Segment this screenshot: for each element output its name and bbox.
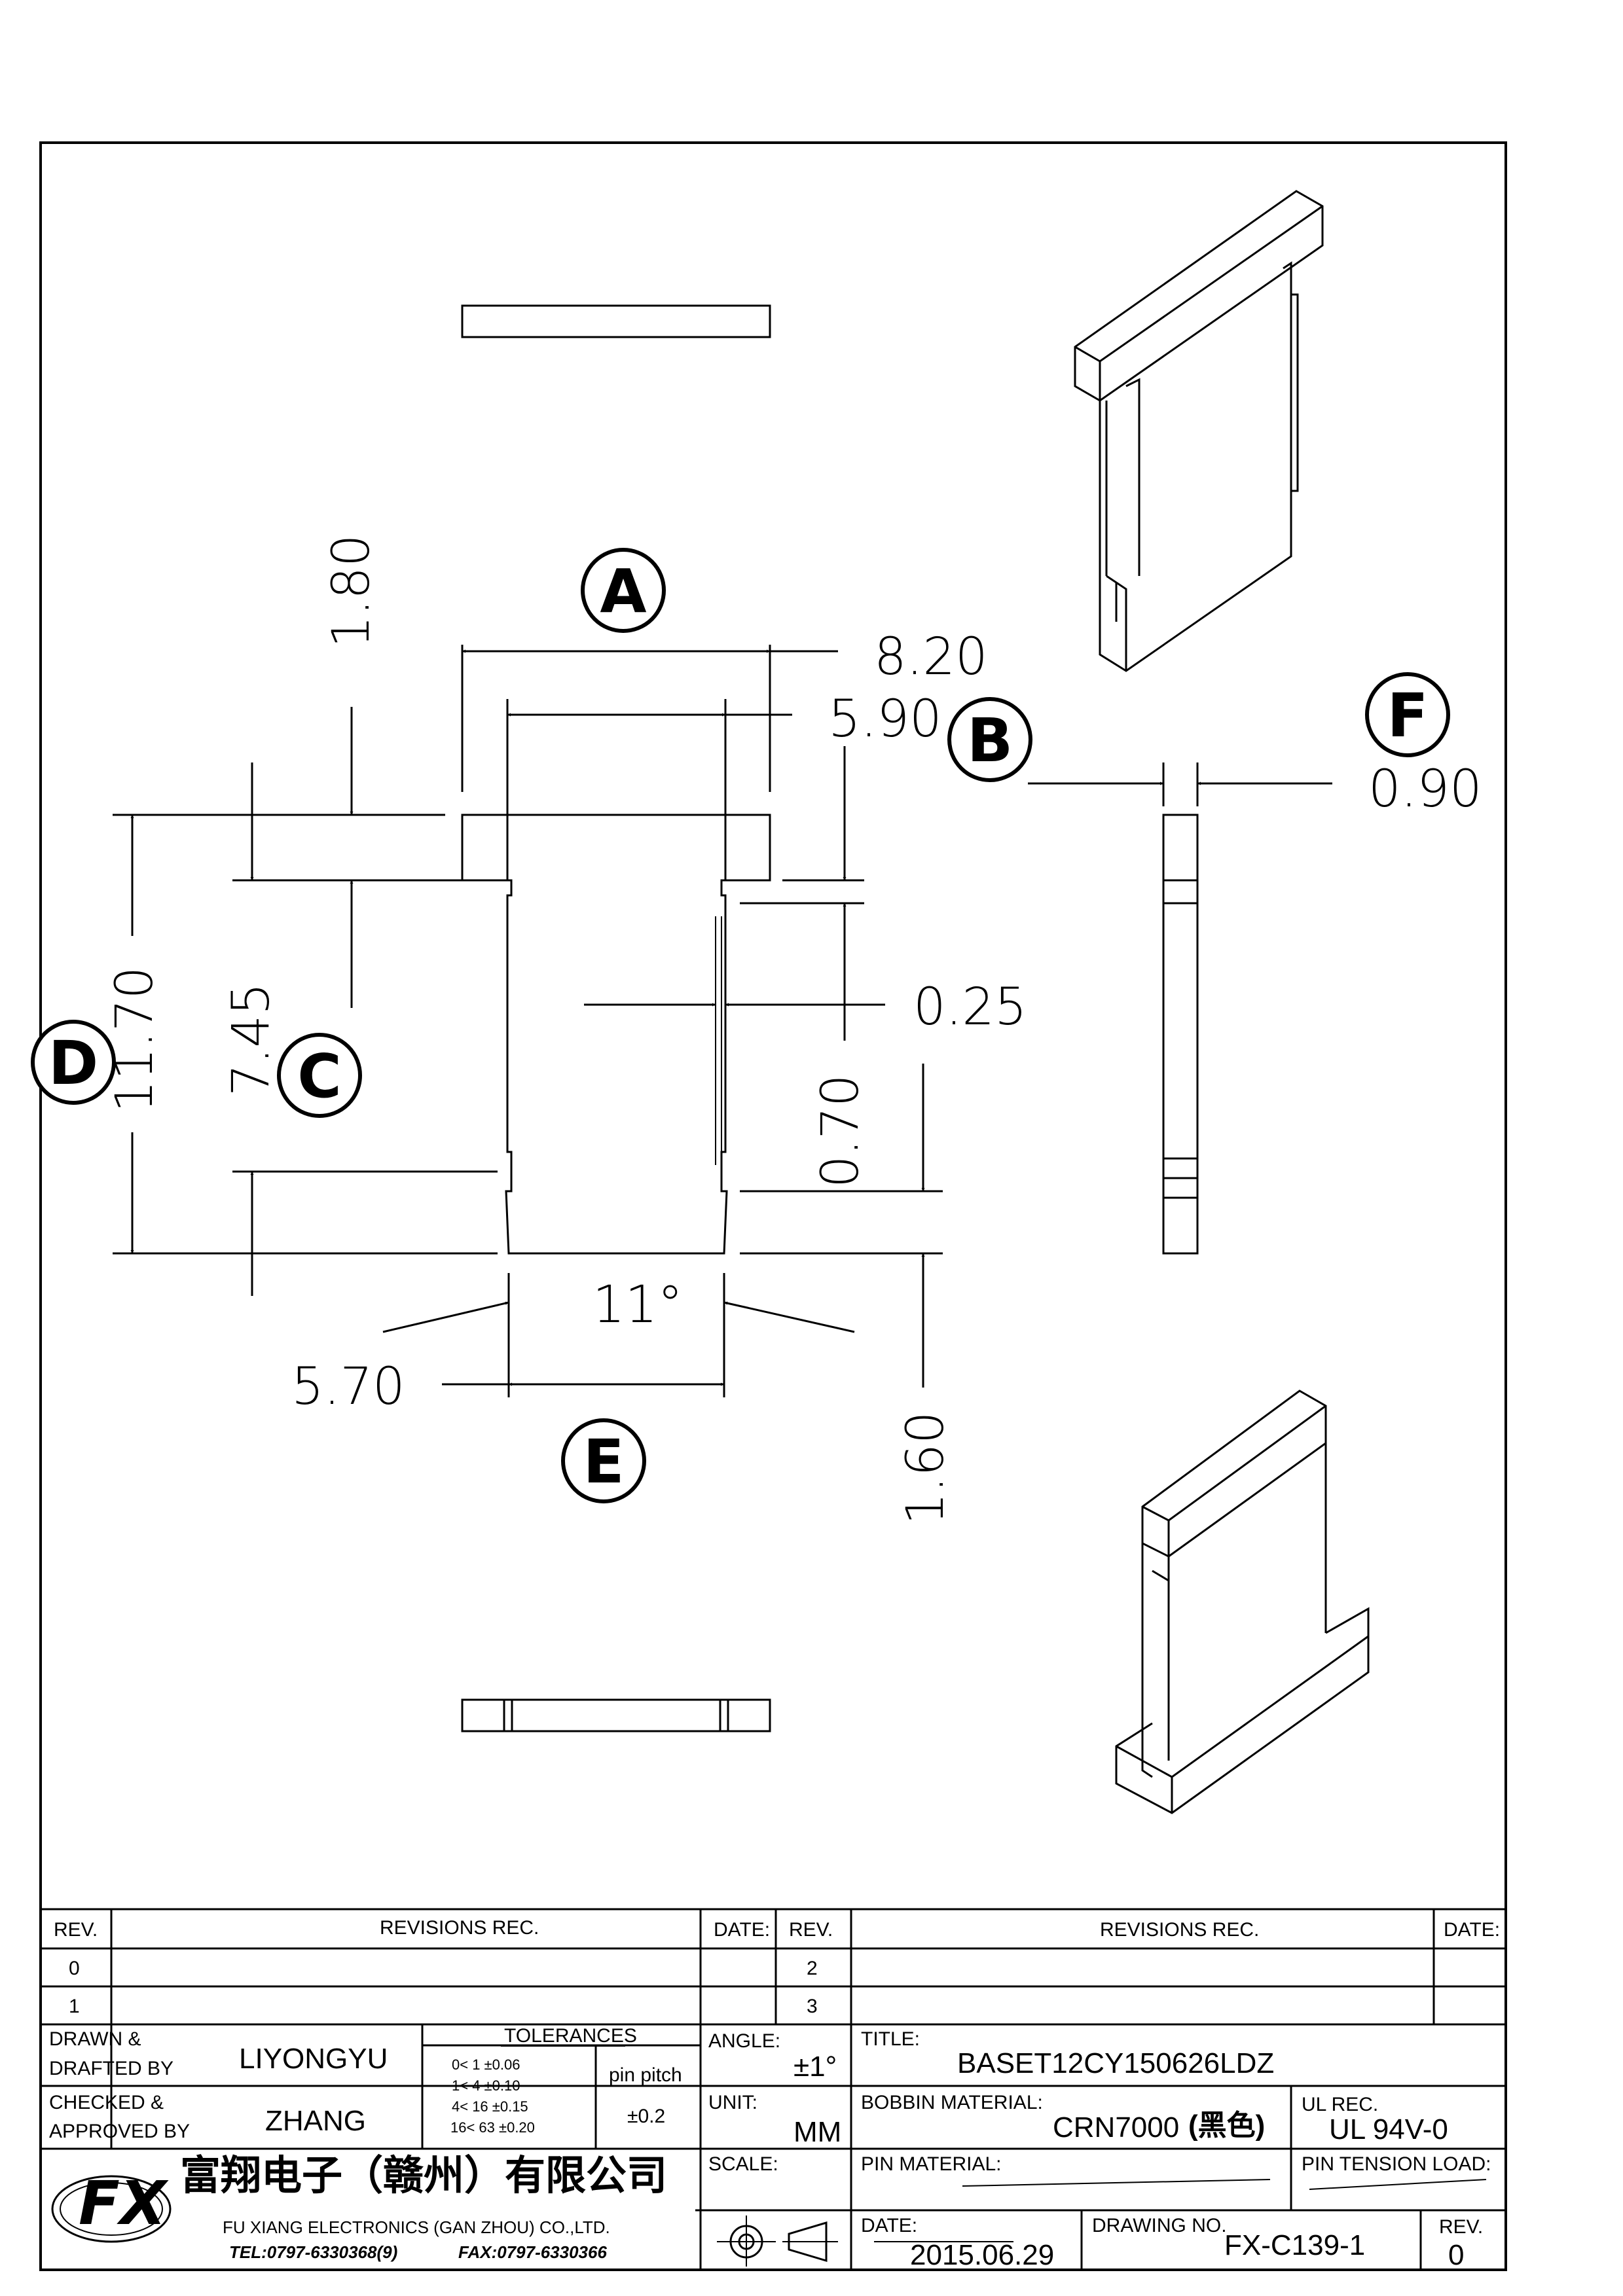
- rev-row-2: 2: [807, 1958, 818, 1979]
- scale-label: SCALE:: [708, 2153, 778, 2175]
- angle-label: ANGLE:: [708, 2030, 780, 2052]
- unit-value: MM: [793, 2116, 841, 2148]
- isometric-view-top: [1074, 190, 1324, 672]
- rev-row-1: 1: [69, 1996, 80, 2017]
- bobbin-color: (黑色): [1188, 2109, 1265, 2142]
- rev-row-0: 0: [69, 1958, 80, 1979]
- logo-text: FX: [79, 2168, 169, 2238]
- dim-angle: 11°: [593, 1276, 683, 1335]
- pin-pitch-value: ±0.2: [627, 2106, 665, 2127]
- rev-label: REV.: [1439, 2216, 1483, 2238]
- tolerance-row-3: 4< 16 ±0.15: [452, 2098, 528, 2115]
- rev-header-right: REV.: [789, 1919, 833, 1941]
- rev-value: 0: [1448, 2239, 1464, 2271]
- company-logo: FX: [51, 2168, 172, 2243]
- rec-header-left: REVISIONS REC.: [380, 1917, 539, 1939]
- drawing-frame: [39, 141, 1507, 2271]
- dim-5-70: 5.70: [291, 1357, 405, 1416]
- drawing-no-value: FX-C139-1: [1224, 2229, 1365, 2261]
- company-name-cn: 富翔电子（赣州）有限公司: [180, 2151, 667, 2199]
- label-e: E: [583, 1427, 625, 1497]
- title-label: TITLE:: [861, 2028, 920, 2050]
- dim-7-45: 7.45: [222, 982, 281, 1096]
- dim-1-60: 1.60: [896, 1411, 955, 1525]
- drawn-label-1: DRAWN &: [49, 2028, 141, 2050]
- angle-value: ±1°: [793, 2051, 837, 2083]
- dim-0-25: 0.25: [913, 978, 1027, 1037]
- label-b: B: [967, 706, 1013, 776]
- rev-header-left: REV.: [54, 1919, 98, 1941]
- checked-label-2: APPROVED BY: [49, 2121, 190, 2142]
- tolerance-row-4: 16< 63 ±0.20: [450, 2119, 535, 2136]
- drawn-label-2: DRAFTED BY: [49, 2058, 173, 2079]
- label-d: D: [48, 1028, 98, 1098]
- checked-value: ZHANG: [265, 2105, 366, 2137]
- projection-symbol: [717, 2215, 838, 2267]
- dim-0-90: 0.90: [1368, 760, 1482, 819]
- ul-value: UL 94V-0: [1329, 2113, 1448, 2145]
- title-value: BASET12CY150626LDZ: [957, 2047, 1274, 2079]
- date-header-left: DATE:: [714, 1919, 770, 1941]
- title-block: [41, 1908, 1506, 2270]
- tolerance-row-2: 1< 4 ±0.10: [452, 2077, 520, 2094]
- date-header-right: DATE:: [1444, 1919, 1500, 1941]
- pin-tension-label: PIN TENSION LOAD:: [1302, 2153, 1491, 2175]
- top-view: [461, 304, 771, 338]
- drawing-no-label: DRAWING NO.: [1092, 2215, 1227, 2236]
- checked-label-1: CHECKED &: [49, 2092, 164, 2113]
- dim-5-90: 5.90: [828, 690, 942, 749]
- tolerance-row-1: 0< 1 ±0.06: [452, 2056, 520, 2073]
- bottom-view: [461, 1698, 771, 1732]
- company-tel: TEL:0797-6330368(9): [229, 2242, 397, 2262]
- label-c: C: [297, 1041, 342, 1111]
- dim-1-80: 1.80: [322, 534, 381, 648]
- pin-material-label: PIN MATERIAL:: [861, 2153, 1001, 2175]
- side-view: [1162, 814, 1199, 1255]
- drawn-value: LIYONGYU: [239, 2043, 388, 2075]
- dim-11-70: 11.70: [105, 967, 164, 1113]
- front-view-outline: [461, 814, 771, 1255]
- tolerances-title: TOLERANCES: [504, 2025, 637, 2047]
- company-fax: FAX:0797-6330366: [458, 2242, 607, 2262]
- rev-row-3: 3: [807, 1996, 818, 2017]
- label-a: A: [600, 556, 646, 626]
- unit-label: UNIT:: [708, 2092, 757, 2113]
- label-f: F: [1387, 681, 1429, 751]
- bobbin-value: CRN7000: [1053, 2111, 1179, 2144]
- dim-8-20: 8.20: [874, 628, 988, 687]
- rec-header-right: REVISIONS REC.: [1100, 1919, 1259, 1941]
- date-value: 2015.06.29: [910, 2239, 1054, 2271]
- isometric-view-bottom: [1115, 1390, 1370, 1814]
- company-name-en: FU XIANG ELECTRONICS (GAN ZHOU) CO.,LTD.: [223, 2217, 610, 2237]
- dim-0-70: 0.70: [811, 1074, 870, 1188]
- bobbin-label: BOBBIN MATERIAL:: [861, 2092, 1043, 2113]
- date-label: DATE:: [861, 2215, 917, 2236]
- pin-pitch-label: pin pitch: [609, 2064, 682, 2086]
- ul-label: UL REC.: [1302, 2094, 1378, 2115]
